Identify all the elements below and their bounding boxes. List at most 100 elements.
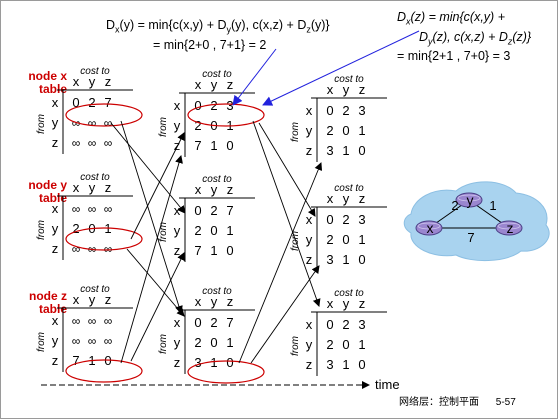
column-header-z: z (227, 294, 234, 309)
table-cell: ∞ (104, 116, 113, 130)
row-header-y: y (174, 223, 181, 238)
table-cell: 7 (72, 353, 79, 368)
table-cell: 1 (210, 355, 217, 370)
table-cell: 0 (326, 317, 333, 332)
formula-dx-y-line2: = min{2+0 , 7+1} = 2 (153, 37, 267, 52)
column-header-x: x (73, 74, 80, 89)
from-label: from (290, 122, 301, 142)
row-header-y: y (306, 232, 313, 247)
table-cell: ∞ (104, 202, 113, 216)
table-cell: 1 (210, 138, 217, 153)
row-header-x: x (52, 95, 59, 110)
table-cell: ∞ (88, 116, 97, 130)
arrow-x-to-z1 (120, 120, 183, 314)
column-header-y: y (343, 191, 350, 206)
table-cell: 2 (326, 232, 333, 247)
column-header-x: x (195, 182, 202, 197)
table-cell: 0 (194, 98, 201, 113)
router-z-highlight (497, 222, 521, 230)
table-cell: 7 (194, 243, 201, 258)
table-cell: 2 (326, 123, 333, 138)
highlight-x-updated-row (187, 103, 265, 127)
column-header-y: y (211, 77, 218, 92)
router-x-label: x (427, 220, 434, 236)
column-header-x: x (327, 82, 334, 97)
from-label: from (290, 336, 301, 356)
table-cell: 7 (226, 203, 233, 218)
column-header-y: y (343, 82, 350, 97)
router-x-highlight (417, 222, 441, 230)
column-header-z: z (359, 191, 366, 206)
router-z-label: z (507, 220, 514, 236)
from-label: from (158, 222, 169, 242)
table-cell: ∞ (88, 334, 97, 348)
from-label: from (158, 117, 169, 137)
table-cell: 3 (358, 103, 365, 118)
row-header-z: z (52, 241, 59, 256)
table-cell: 2 (194, 335, 201, 350)
arrow-z-to-y1 (130, 252, 185, 362)
footer-text: 网络层：控制平面 (399, 397, 479, 408)
table-cell: 0 (358, 252, 365, 267)
router-y-label: y (467, 192, 474, 208)
cost-y-z: 1 (489, 198, 496, 213)
table-cell: 2 (342, 317, 349, 332)
cost-to-label: cost to (334, 183, 364, 194)
arrow-x-to-y1 (110, 122, 186, 214)
arrow-x1-to-z2 (252, 120, 321, 307)
table-cell: 0 (358, 357, 365, 372)
table-cell: 2 (342, 212, 349, 227)
row-header-y: y (174, 335, 181, 350)
table-cell: ∞ (72, 242, 81, 256)
table-cell: 0 (210, 223, 217, 238)
row-header-z: z (306, 143, 313, 158)
table-cell: 3 (358, 317, 365, 332)
cost-to-label: cost to (80, 66, 110, 77)
table-cell: 2 (210, 203, 217, 218)
table-cell: 2 (342, 103, 349, 118)
table-cell: 0 (210, 335, 217, 350)
row-header-z: z (306, 252, 313, 267)
table-cell: 1 (342, 357, 349, 372)
table-cell: 3 (226, 98, 233, 113)
from-label: from (158, 334, 169, 354)
table-cell: 1 (226, 335, 233, 350)
column-header-x: x (327, 296, 334, 311)
column-header-y: y (89, 292, 96, 307)
column-header-x: x (73, 292, 80, 307)
formula-dx-y-line1: Dx(y) = min{c(x,y) + Dy(y), c(x,z) + Dz(… (106, 18, 330, 35)
column-header-z: z (359, 82, 366, 97)
arrow-z-to-x1 (120, 155, 183, 364)
arrow-z1-to-x2 (238, 162, 323, 364)
column-header-x: x (73, 180, 80, 195)
table-cell: 3 (194, 355, 201, 370)
row-header-x: x (52, 201, 59, 216)
row-header-x: x (174, 203, 181, 218)
column-header-x: x (327, 191, 334, 206)
table-cell: 0 (326, 212, 333, 227)
from-label: from (36, 114, 47, 134)
column-header-x: x (195, 77, 202, 92)
column-header-z: z (105, 74, 112, 89)
arrow-z1-to-y2 (250, 265, 320, 364)
highlight-x-row (65, 103, 143, 127)
table-cell: 0 (194, 315, 201, 330)
table-cell: 2 (88, 95, 95, 110)
column-header-y: y (89, 74, 96, 89)
column-header-z: z (105, 292, 112, 307)
table-cell: 2 (72, 221, 79, 236)
table-cell: ∞ (104, 136, 113, 150)
table-cell: 0 (194, 203, 201, 218)
table-cell: ∞ (104, 334, 113, 348)
page-number: 5-57 (495, 397, 516, 408)
table-cell: ∞ (72, 202, 81, 216)
